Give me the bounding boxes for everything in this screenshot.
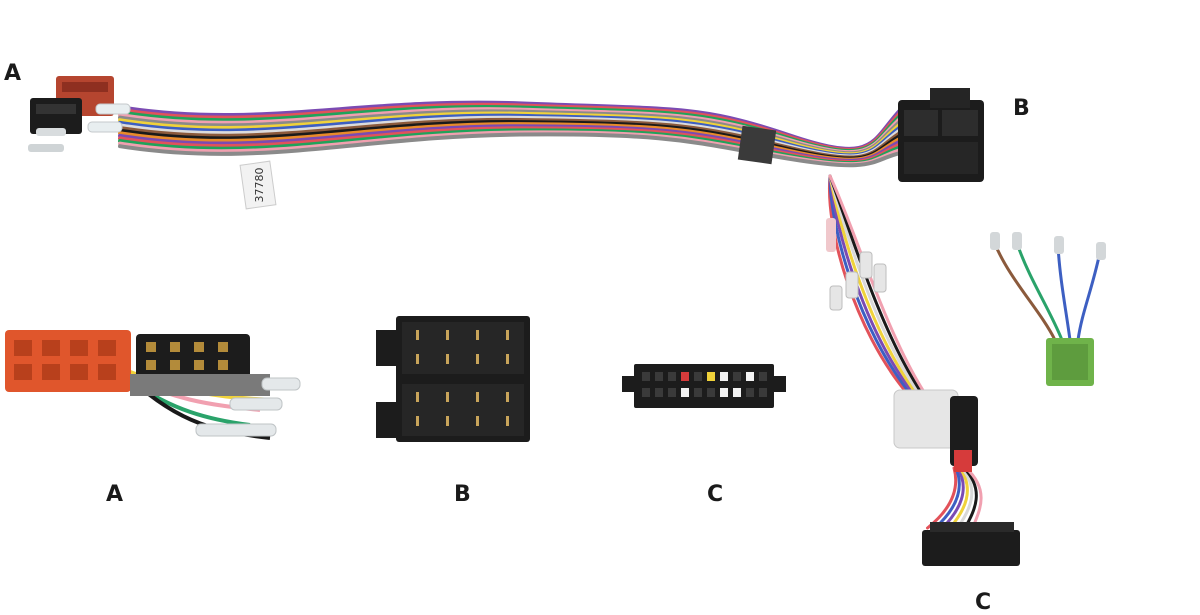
- mini-iso-connector-icon: [922, 522, 1020, 566]
- pin-terminal-icon: [28, 103, 131, 152]
- label-top-left: A: [4, 61, 22, 86]
- white-connector: [893, 389, 978, 472]
- pin-terminal-icon: [826, 218, 887, 311]
- label-bottom-c: C: [707, 482, 724, 507]
- quadlock-connector-icon: [898, 88, 984, 182]
- label-bottom-b: B: [454, 482, 471, 507]
- mini-iso-connector-icon: [622, 364, 786, 408]
- cable-tag-text: 37780: [253, 168, 266, 203]
- iso-connector-icon: [28, 76, 131, 152]
- label-bottom-a: A: [106, 482, 124, 507]
- branch-wires: [827, 174, 983, 530]
- label-bottom-right: C: [975, 590, 992, 615]
- quadlock-connector-icon: [376, 316, 530, 442]
- green-connector-icon: [990, 232, 1106, 386]
- main-wire-bundle: [118, 100, 907, 168]
- cable-tag: 37780: [239, 160, 277, 210]
- iso-connector-icon: [5, 330, 301, 440]
- label-top-right: B: [1013, 96, 1030, 121]
